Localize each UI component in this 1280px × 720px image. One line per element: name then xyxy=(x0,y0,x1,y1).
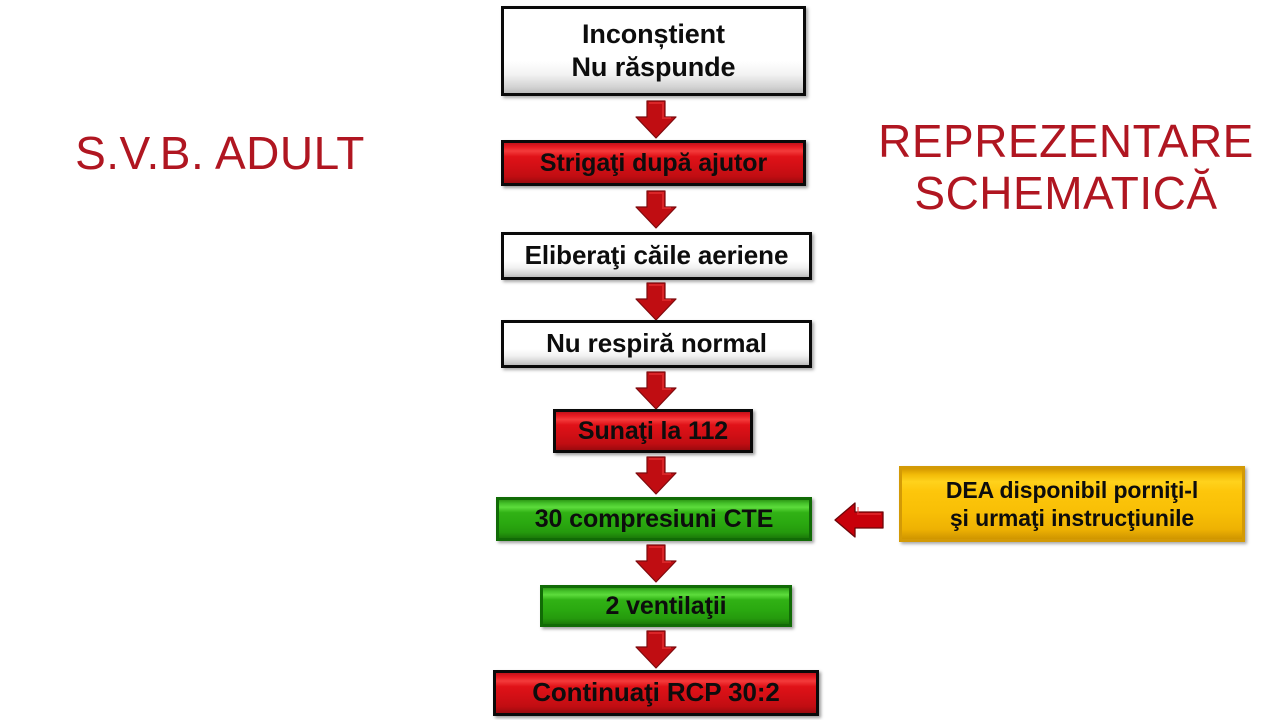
page-title-right: REPREZENTARE SCHEMATICĂ xyxy=(878,115,1254,219)
flow-node-label: Continuaţi RCP 30:2 xyxy=(532,677,780,708)
flow-node-shout-help: Strigaţi după ajutor xyxy=(501,140,806,186)
arrow-down-3 xyxy=(630,281,682,323)
flow-node-not-breathing: Nu respiră normal xyxy=(501,320,812,368)
flow-node-continue-cpr: Continuaţi RCP 30:2 xyxy=(493,670,819,716)
arrow-down-5 xyxy=(630,455,682,497)
flow-node-label: Nu respiră normal xyxy=(546,328,767,359)
page-title-left: S.V.B. ADULT xyxy=(75,127,365,179)
arrow-left-aed xyxy=(832,500,888,540)
flow-node-compressions: 30 compresiuni CTE xyxy=(496,497,812,541)
flow-node-label: Inconștient Nu răspunde xyxy=(571,19,736,82)
arrow-down-6 xyxy=(630,543,682,585)
arrow-down-4 xyxy=(630,370,682,412)
flow-node-label: Sunaţi la 112 xyxy=(577,416,729,445)
aed-label: DEA disponibil porniţi-l şi urmaţi instr… xyxy=(945,476,1199,531)
flow-node-label: Strigaţi după ajutor xyxy=(539,148,768,177)
arrow-down-1 xyxy=(630,99,682,141)
flow-node-ventilations: 2 ventilaţii xyxy=(540,585,792,627)
aed-box: DEA disponibil porniţi-l şi urmaţi instr… xyxy=(899,466,1245,542)
flow-node-call-112: Sunaţi la 112 xyxy=(553,409,753,453)
flow-node-label: 30 compresiuni CTE xyxy=(534,504,774,533)
flow-node-label: 2 ventilaţii xyxy=(605,591,727,620)
arrow-down-7 xyxy=(630,629,682,671)
arrow-down-2 xyxy=(630,189,682,231)
flow-node-label: Eliberaţi căile aeriene xyxy=(524,240,789,271)
flow-node-open-airway: Eliberaţi căile aeriene xyxy=(501,232,812,280)
flow-node-unconscious: Inconștient Nu răspunde xyxy=(501,6,806,96)
